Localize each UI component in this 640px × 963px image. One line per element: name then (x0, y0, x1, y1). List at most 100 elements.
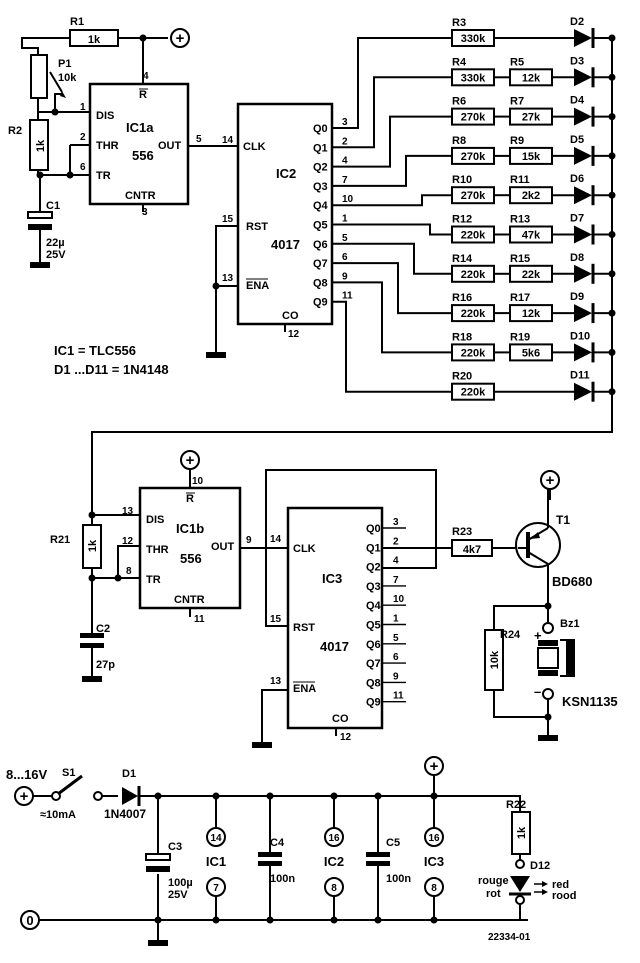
gnd-pin-ic2: 8 (331, 883, 337, 894)
resistor-r21 (82, 524, 102, 569)
ic3-pin-num-q2: 4 (393, 556, 399, 567)
ic2-output-q1: Q1 (313, 142, 328, 154)
capacitor-c1 (28, 224, 52, 230)
ic1b-pin-thr-num: 12 (122, 536, 134, 547)
c1-value: 22µ (46, 237, 65, 249)
ic1b-pin-r-num: 10 (192, 476, 204, 487)
capacitor-c1-plate (27, 211, 53, 219)
r24-value: 10k (489, 650, 501, 669)
resistor-ref-r10: R10 (452, 174, 472, 186)
capacitor-c4 (258, 852, 282, 857)
gnd-pin-ic1: 7 (213, 883, 219, 894)
ic1a-pin-cntr-num: 3 (142, 207, 148, 218)
ic3-pin-clk: CLK (293, 543, 316, 555)
ic3-output-q2: Q2 (366, 562, 381, 574)
diode-d7 (574, 224, 612, 245)
ic1b-type: 556 (180, 551, 202, 566)
d12-ref: D12 (530, 860, 550, 872)
ic3-pin-num-q0: 3 (393, 517, 399, 528)
ic3-type: 4017 (320, 639, 349, 654)
note-ic1: IC1 = TLC556 (54, 343, 136, 358)
led-color-nl: rood (552, 890, 576, 902)
diode-d5 (574, 145, 612, 166)
ic2-pin-num-q3: 7 (342, 175, 348, 186)
ic2-pin-num-q6: 5 (342, 233, 348, 244)
diode-return-wire (91, 36, 613, 515)
ic3-pin-num-q1: 2 (393, 536, 399, 547)
vcc-pin-ic2: 16 (328, 833, 340, 844)
diode-d4 (574, 106, 612, 127)
resistor-r22 (511, 811, 531, 855)
ic1b-pin-tr: TR (146, 574, 161, 586)
ic2-pin-clk-num: 14 (222, 135, 234, 146)
resistor-value-r3: 330k (461, 33, 486, 45)
c2-value: 27p (96, 659, 115, 671)
ground-c1 (30, 262, 50, 268)
ic1b-pin-thr: THR (146, 544, 169, 556)
ic1a-box (88, 82, 190, 206)
ic3-pin-num-q9: 11 (393, 691, 404, 702)
ic2-output-q2: Q2 (313, 162, 328, 174)
resistor-ref-r11: R11 (510, 174, 530, 186)
buzzer-terminal-plus (542, 622, 554, 634)
resistor-ref-r17: R17 (510, 292, 530, 304)
ic3-output-q6: Q6 (366, 639, 381, 651)
resistor-ref-r6: R6 (452, 96, 466, 108)
resistor-value-r18: 220k (461, 347, 486, 359)
ic2-pin-clk: CLK (243, 141, 266, 153)
ic3-output-q0: Q0 (366, 523, 381, 535)
ic2-pin-num-q5: 1 (342, 214, 348, 225)
r2-value: 1k (35, 139, 47, 152)
ic1a-pin-dis: DIS (96, 110, 114, 122)
ic2-output-q4: Q4 (313, 200, 329, 212)
c5-ref: C5 (386, 837, 400, 849)
ic2-output-q3: Q3 (313, 181, 328, 193)
vcc-pin-ic3: 16 (428, 833, 440, 844)
vcc-symbol (170, 28, 190, 48)
gnd-pin-ic3: 8 (431, 883, 437, 894)
ic2-box (236, 102, 334, 326)
ground-buzzer (538, 735, 558, 741)
ic2-pin-rst-num: 15 (222, 214, 234, 225)
ic1a-pin-dis-num: 1 (80, 102, 86, 113)
diode-ref-d10: D10 (570, 330, 590, 342)
diode-ref-d11: D11 (570, 370, 590, 382)
capacitor-c5 (366, 852, 390, 857)
resistor-value-r12: 220k (461, 230, 486, 242)
ic3-box (286, 506, 384, 730)
led-d12 (509, 876, 548, 896)
resistor-value-r6: 270k (461, 112, 486, 124)
vcc-plus-t1: + (546, 472, 555, 489)
ic3-output-q9: Q9 (366, 697, 381, 709)
ic1a-pin-out: OUT (158, 140, 182, 152)
ic1a-pin-r-num: 4 (143, 71, 149, 82)
diode-ref-d4: D4 (570, 95, 585, 107)
ic3-output-q4: Q4 (366, 600, 382, 612)
resistor-ref-r16: R16 (452, 292, 472, 304)
t1-type: BD680 (552, 574, 592, 589)
vcc-pin-ic1: 14 (210, 833, 222, 844)
c2-ref: C2 (96, 623, 110, 635)
ic3-pin-num-q5: 1 (393, 614, 399, 625)
ic1a-pin-r: R (139, 89, 147, 101)
ic2-pin-rst: RST (246, 221, 268, 233)
resistor-r24 (484, 629, 504, 691)
c5-value: 100n (386, 873, 411, 885)
power-ic-label-ic1: IC1 (206, 854, 226, 869)
switch-s1[interactable] (51, 774, 103, 801)
ic1b-pin-dis-num: 13 (122, 506, 134, 517)
ic2-pin-num-q8: 9 (342, 271, 348, 282)
ic3-output-q1: Q1 (366, 542, 381, 554)
bz1-ref: Bz1 (560, 618, 580, 630)
resistor-value-r5: 12k (522, 72, 541, 84)
vcc-plus-bottom: + (430, 758, 439, 775)
c3-value: 100µ (168, 877, 193, 889)
resistor-value-r15: 22k (522, 269, 541, 281)
resistor-r2 (29, 119, 49, 171)
